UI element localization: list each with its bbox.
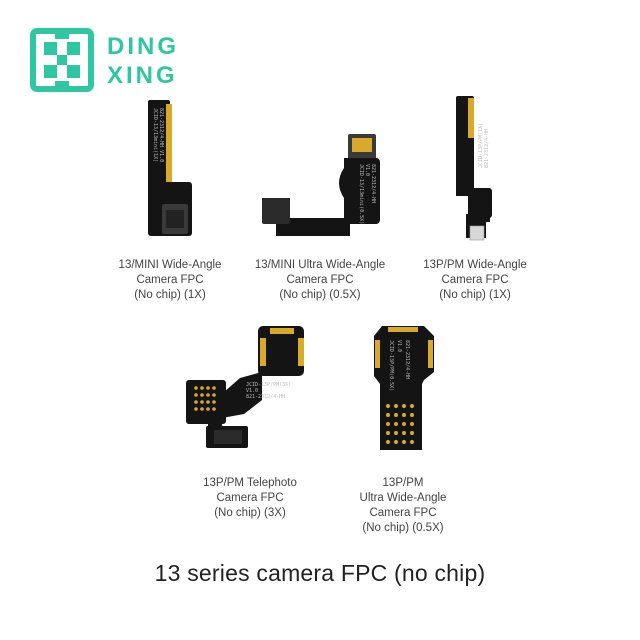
board-silkscreen: JCID-13P/PM(1X) [478, 123, 484, 168]
product-caption: 13P/PM Ultra Wide-Angle Camera FPC (No c… [318, 476, 488, 536]
fpc-board-image: JCID-13P/PM(1X) 821-2312/4-HH [456, 96, 492, 241]
caption-line: 13/MINI Ultra Wide-Angle [254, 259, 386, 271]
fpc-board-image: JCID-13/13mini(1X) 821-2312/4-HH V1.0 [148, 100, 192, 236]
caption-line: (No chip) (1X) [439, 289, 511, 301]
caption-line: Camera FPC [136, 274, 204, 286]
board-silkscreen: JCID-13/13mini(1X) [152, 108, 158, 162]
caption-line: 13P/PM [382, 477, 424, 489]
caption-line: (No chip) (0.5X) [362, 522, 444, 534]
brand-name-line2: XING [107, 62, 178, 89]
fpc-board-image: JCID-13P/PM(3X) V1.0 821-2312/4-HH [186, 326, 304, 448]
fpc-13mini-ultra-wide-angle: JCID-13/13mini(0.5X) V1.0 821-2312/4-HH [256, 128, 386, 246]
board-silkscreen: JCID-13P/PM(0.5X) [388, 340, 394, 391]
fpc-board-image: JCID-13/13mini(0.5X) V1.0 821-2312/4-HH [262, 134, 380, 236]
fpc-13ppm-ultra-wide-angle: JCID-13P/PM(0.5X) V1.0 821-2312/4-HH [368, 322, 438, 454]
caption-line: (No chip) (3X) [214, 507, 286, 519]
caption-line: Ultra Wide-Angle [359, 492, 447, 504]
caption-line: 13P/PM Telephoto [203, 477, 297, 489]
board-silkscreen: JCID-13/13mini(0.5X) [358, 164, 364, 224]
caption-line: Camera FPC [369, 507, 437, 519]
caption-line: (No chip) (0.5X) [279, 289, 361, 301]
board-silkscreen: 821-2312/4-HH [370, 164, 376, 203]
board-silkscreen: V1.0 [364, 164, 370, 176]
board-silkscreen: JCID-13P/PM(3X) [246, 382, 291, 388]
pin-grid [194, 386, 216, 411]
product-caption: 13P/PM Wide-Angle Camera FPC (No chip) (… [390, 258, 560, 303]
pin-grid [386, 404, 414, 444]
board-silkscreen: V1.0 [246, 388, 258, 394]
product-caption: 13/MINI Wide-Angle Camera FPC (No chip) … [85, 258, 255, 303]
caption-line: 13/MINI Wide-Angle [118, 259, 222, 271]
fpc-13ppm-wide-angle: JCID-13P/PM(1X) 821-2312/4-HH [446, 92, 506, 242]
board-silkscreen: 821-2312/4-HH [246, 394, 285, 400]
board-silkscreen: 821-2312/4-HH V1.0 [158, 108, 164, 162]
caption-line: (No chip) (1X) [134, 289, 206, 301]
caption-line: Camera FPC [441, 274, 509, 286]
fpc-13mini-wide-angle: JCID-13/13mini(1X) 821-2312/4-HH V1.0 [140, 96, 200, 246]
page-title: 13 series camera FPC (no chip) [154, 560, 486, 586]
board-silkscreen: V1.0 [396, 340, 402, 352]
caption-line: Camera FPC [286, 274, 354, 286]
board-silkscreen: 821-2312/4-HH [404, 340, 410, 379]
dingxing-logo-icon [30, 28, 94, 92]
fpc-board-image: JCID-13P/PM(0.5X) V1.0 821-2312/4-HH [374, 326, 434, 450]
caption-line: Camera FPC [216, 492, 284, 504]
brand-logo: DING XING [30, 28, 190, 94]
caption-line: 13P/PM Wide-Angle [423, 259, 527, 271]
product-caption: 13/MINI Ultra Wide-Angle Camera FPC (No … [235, 258, 405, 303]
fpc-13ppm-telephoto: JCID-13P/PM(3X) V1.0 821-2312/4-HH [184, 322, 310, 452]
brand-name-line1: DING [107, 33, 179, 60]
board-silkscreen: 821-2312/4-HH [484, 129, 490, 168]
product-caption: 13P/PM Telephoto Camera FPC (No chip) (3… [165, 476, 335, 521]
